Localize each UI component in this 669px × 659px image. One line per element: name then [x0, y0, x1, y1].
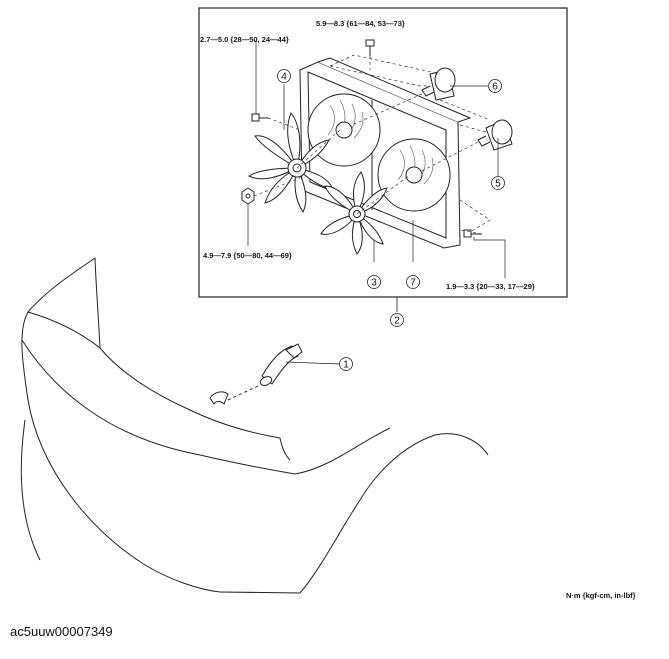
- svg-text:1: 1: [343, 360, 349, 371]
- part-4-fan-blade: [247, 112, 334, 213]
- torque-spec-lower-left: 4.9—7.9 {50—80, 44—69}: [203, 251, 292, 260]
- svg-text:4: 4: [281, 72, 287, 83]
- vehicle-body-outline: [20, 257, 489, 594]
- torque-spec-lower-right: 1.9—3.3 {20—33, 17—29}: [446, 282, 535, 291]
- svg-text:6: 6: [492, 82, 498, 93]
- nut-lower-left: [241, 187, 255, 205]
- bolt-top: [365, 39, 375, 56]
- svg-text:5: 5: [495, 179, 501, 190]
- torque-spec-upper-left: 2.7—5.0 {28—50, 24—44}: [200, 35, 289, 44]
- callout-5: 5: [491, 176, 505, 190]
- units-note: N·m {kgf-cm, in-lbf}: [566, 591, 636, 600]
- leader-lines: [247, 40, 506, 365]
- callout-7: 7: [406, 275, 420, 289]
- svg-text:7: 7: [410, 278, 416, 289]
- callout-6: 6: [488, 79, 502, 93]
- callout-1: 1: [339, 357, 353, 371]
- part-3-fan-blade: [320, 171, 388, 255]
- bolt-upper-left: [251, 113, 268, 122]
- part-1-hose: [209, 343, 303, 405]
- svg-text:2: 2: [394, 316, 400, 327]
- svg-text:3: 3: [371, 278, 377, 289]
- torque-spec-top: 5.9—8.3 {61—84, 53—73}: [316, 19, 405, 28]
- assembly-guide-lines: [253, 54, 491, 235]
- callout-3: 3: [367, 275, 381, 289]
- callout-4: 4: [277, 69, 291, 83]
- callout-2: 2: [390, 313, 404, 327]
- image-code: ac5uuw00007349: [10, 624, 113, 639]
- part-5-fan-motor: [477, 119, 513, 151]
- part-7-fan-shroud: [299, 57, 472, 249]
